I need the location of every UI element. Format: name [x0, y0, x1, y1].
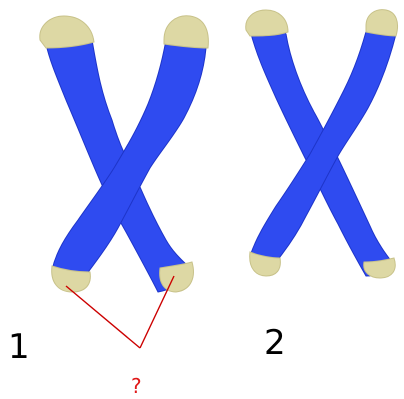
- pointer-line-to-right-telomere: [139, 275, 175, 349]
- chromosome-2-telomere-bottom-left: [249, 251, 281, 277]
- chromosome-2-telomere-top-right: [365, 9, 399, 37]
- chromosome-1: [39, 15, 209, 293]
- question-mark-annotation: ?: [131, 374, 142, 398]
- chromosome-1-telomere-bottom-left: [51, 265, 91, 293]
- chromosome-2-telomere-bottom-right: [363, 257, 396, 279]
- chromosome-2-telomere-top-left: [245, 9, 289, 37]
- chromosome-2-label: 2: [264, 323, 286, 363]
- chromosome-1-label: 1: [8, 327, 30, 367]
- chromosome-2: [245, 9, 399, 279]
- chromosome-1-telomere-top-right: [163, 15, 209, 49]
- chromosome-1-telomere-bottom-right: [159, 261, 194, 293]
- chromosome-1-telomere-top-left: [39, 15, 95, 49]
- pointer-line-to-left-telomere: [65, 285, 141, 349]
